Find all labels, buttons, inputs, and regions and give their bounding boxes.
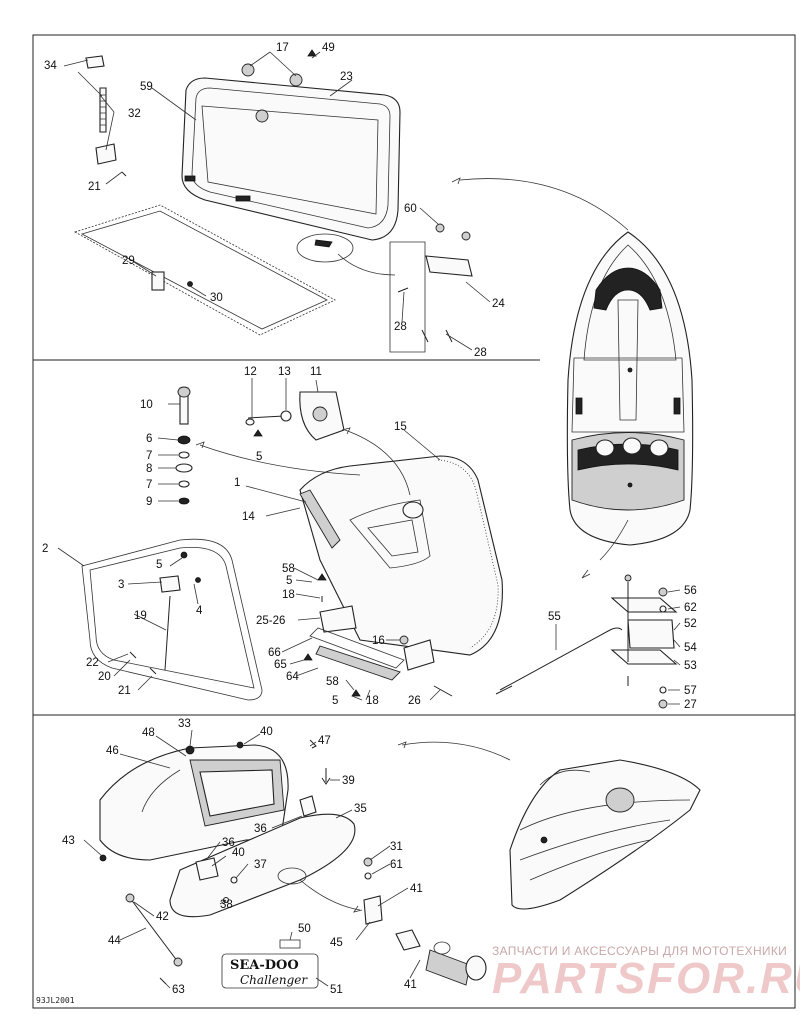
part-label-26: 26 (408, 695, 421, 707)
part-label-41-lower: 41 (404, 979, 417, 991)
part-label-58-upper: 58 (282, 563, 295, 575)
part-label-60: 60 (404, 203, 417, 215)
part-label-39: 39 (342, 775, 355, 787)
leader-lines (57, 51, 681, 989)
part-label-18-lower: 18 (366, 695, 379, 707)
part-label-50: 50 (298, 923, 311, 935)
part-label-1: 1 (234, 477, 240, 489)
part-label-14: 14 (242, 511, 255, 523)
part-label-36-left: 36 (222, 837, 235, 849)
part-label-2: 2 (42, 543, 48, 555)
part-label-57: 57 (684, 685, 697, 697)
part-label-5-upper-right: 5 (286, 575, 292, 587)
part-label-65: 65 (274, 659, 287, 671)
part-label-59: 59 (140, 81, 153, 93)
part-label-49: 49 (322, 42, 335, 54)
part-label-25-26: 25-26 (256, 615, 285, 627)
part-label-40-upper: 40 (260, 726, 273, 738)
part-label-28-right: 28 (474, 347, 487, 359)
part-label-64: 64 (286, 671, 299, 683)
part-label-38: 38 (220, 899, 233, 911)
part-label-66: 66 (268, 647, 281, 659)
part-label-20: 20 (98, 671, 111, 683)
part-label-31: 31 (390, 841, 403, 853)
part-label-3: 3 (118, 579, 124, 591)
part-label-54: 54 (684, 642, 697, 654)
part-label-55: 55 (548, 611, 561, 623)
part-label-5-top: 5 (256, 451, 262, 463)
part-label-10: 10 (140, 399, 153, 411)
part-label-48: 48 (142, 727, 155, 739)
part-label-62: 62 (684, 602, 697, 614)
part-label-9: 9 (146, 496, 152, 508)
part-label-58-lower: 58 (326, 676, 339, 688)
sea-doo-logo: SEA-DOO Challenger (221, 953, 319, 989)
drawing-code: 93JL2001 (36, 996, 75, 1005)
part-label-21-middle: 21 (118, 685, 131, 697)
part-label-53: 53 (684, 660, 697, 672)
part-label-63: 63 (172, 984, 185, 996)
part-label-17: 17 (276, 42, 289, 54)
part-label-45: 45 (330, 937, 343, 949)
part-number-labels: 34 32 21 17 49 23 59 29 30 60 24 28 28 1… (42, 42, 697, 996)
part-label-44: 44 (108, 935, 121, 947)
part-label-8: 8 (146, 463, 152, 475)
part-label-5-gasket: 5 (156, 559, 162, 571)
part-label-16: 16 (372, 635, 385, 647)
diagram-frame (32, 34, 796, 1009)
part-label-4: 4 (196, 605, 203, 617)
part-label-23: 23 (340, 71, 353, 83)
storage-lid-assembly (73, 49, 473, 353)
part-label-36-right: 36 (254, 823, 267, 835)
part-label-35: 35 (354, 803, 367, 815)
part-label-40-lower: 40 (232, 847, 245, 859)
part-label-41-upper: 41 (410, 883, 423, 895)
part-label-52: 52 (684, 618, 697, 630)
part-label-32: 32 (128, 108, 141, 120)
watermark: ЗАПЧАСТИ И АКСЕССУАРЫ ДЛЯ МОТОТЕХНИКИ PA… (492, 944, 800, 1003)
part-label-51: 51 (330, 984, 343, 996)
part-label-61: 61 (390, 859, 403, 871)
part-label-47: 47 (318, 735, 331, 747)
part-label-27: 27 (684, 699, 697, 711)
watermark-site: PARTSFOR.RU (492, 954, 800, 1003)
part-label-28-left: 28 (394, 321, 407, 333)
part-label-13: 13 (278, 366, 291, 378)
part-label-24: 24 (492, 298, 505, 310)
part-label-5-lower: 5 (332, 695, 338, 707)
watermark-tagline: ЗАПЧАСТИ И АКСЕССУАРЫ ДЛЯ МОТОТЕХНИКИ (492, 944, 787, 958)
part-label-30: 30 (210, 292, 223, 304)
part-label-34: 34 (44, 60, 57, 72)
part-label-11: 11 (310, 366, 322, 378)
part-label-29: 29 (122, 255, 135, 267)
part-label-12: 12 (244, 366, 257, 378)
part-label-19: 19 (134, 610, 147, 622)
part-label-22: 22 (86, 657, 99, 669)
logo-brand: SEA-DOO (230, 958, 299, 973)
part-label-46: 46 (106, 745, 119, 757)
glove-box-assembly (81, 386, 678, 709)
boat-top-view (451, 177, 694, 579)
part-label-33: 33 (178, 718, 191, 730)
part-label-6: 6 (146, 433, 152, 445)
part-label-56: 56 (684, 585, 697, 597)
part-label-21: 21 (88, 181, 101, 193)
part-label-7-upper: 7 (146, 450, 152, 462)
part-label-7-lower: 7 (146, 479, 152, 491)
part-label-15: 15 (394, 421, 407, 433)
part-label-42: 42 (156, 911, 169, 923)
part-label-43: 43 (62, 835, 75, 847)
console-assembly (99, 739, 701, 986)
logo-model: Challenger (240, 973, 308, 987)
part-label-37: 37 (254, 859, 267, 871)
part-label-18-upper: 18 (282, 589, 295, 601)
